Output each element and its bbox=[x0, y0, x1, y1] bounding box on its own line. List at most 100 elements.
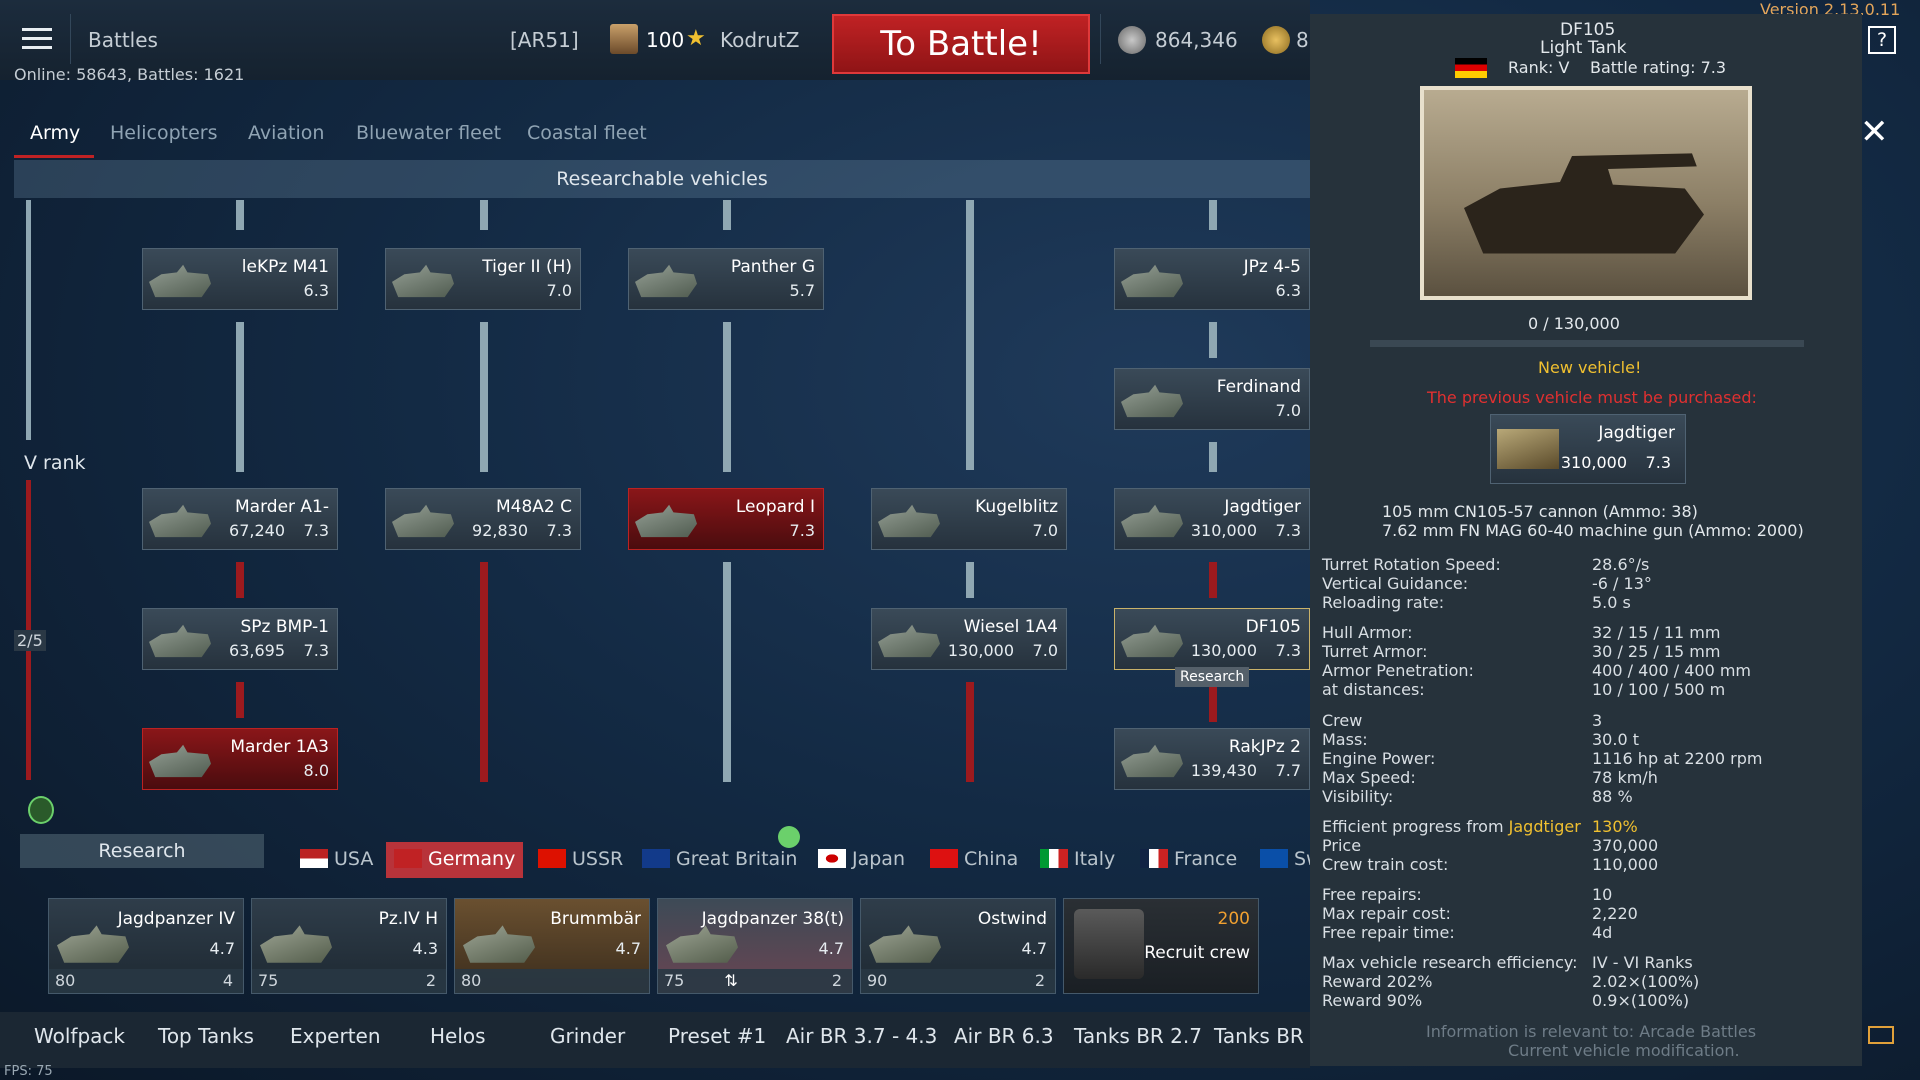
crew-progress: 2/5 bbox=[14, 630, 46, 651]
preset-air-br-6-3[interactable]: Air BR 6.3 bbox=[954, 1024, 1054, 1048]
stat-label: Reward 90% bbox=[1322, 991, 1423, 1010]
tank-icon bbox=[149, 744, 211, 778]
preset-wolfpack[interactable]: Wolfpack bbox=[34, 1024, 125, 1048]
nation-usa[interactable]: USA bbox=[300, 848, 373, 870]
tank-icon bbox=[869, 925, 941, 963]
tank-icon bbox=[1121, 384, 1183, 418]
preset-air-br-3-7[interactable]: Air BR 3.7 - 4.3 bbox=[786, 1024, 938, 1048]
germany-flag-icon bbox=[394, 849, 422, 868]
battle-rating: 7.7 bbox=[1275, 761, 1301, 780]
close-icon[interactable]: ✕ bbox=[1860, 112, 1889, 152]
tree-line bbox=[966, 562, 974, 598]
stat-label: Engine Power: bbox=[1322, 749, 1436, 768]
stat-value: 400 / 400 / 400 mm bbox=[1592, 661, 1751, 680]
tank-icon bbox=[149, 624, 211, 658]
research-tooltip[interactable]: Research bbox=[1175, 667, 1250, 687]
recruit-label: Recruit crew bbox=[1144, 943, 1250, 963]
research-cost: 130,000 bbox=[947, 641, 1014, 660]
preset-bar bbox=[0, 1012, 1310, 1068]
usa-flag-icon bbox=[300, 849, 328, 868]
nation-china[interactable]: China bbox=[930, 848, 1018, 870]
nation-germany[interactable]: Germany bbox=[386, 842, 524, 878]
star-icon: ★ bbox=[686, 26, 706, 51]
vehicle-type: Light Tank bbox=[1540, 38, 1627, 58]
vehicle-name: Wiesel 1A4 bbox=[963, 617, 1058, 637]
stat-label: Turret Armor: bbox=[1322, 642, 1428, 661]
stat-label: Free repair time: bbox=[1322, 923, 1455, 942]
battle-rating: 7.3 bbox=[1275, 521, 1301, 540]
stat-value: IV - VI Ranks bbox=[1592, 953, 1693, 972]
tab-aviation[interactable]: Aviation bbox=[248, 122, 325, 144]
tab-bluewater-fleet[interactable]: Bluewater fleet bbox=[356, 122, 502, 144]
tab-army[interactable]: Army bbox=[30, 122, 81, 144]
tab-coastal-fleet[interactable]: Coastal fleet bbox=[527, 122, 647, 144]
preset-grinder[interactable]: Grinder bbox=[550, 1024, 626, 1048]
efficient-from-vehicle: Jagdtiger bbox=[1508, 817, 1581, 836]
preset-1[interactable]: Preset #1 bbox=[668, 1024, 767, 1048]
player-name[interactable]: KodrutZ bbox=[720, 28, 800, 52]
battle-rating: 4.7 bbox=[1021, 939, 1047, 958]
player-avatar[interactable] bbox=[610, 24, 638, 54]
nation-italy[interactable]: Italy bbox=[1040, 848, 1115, 870]
vehicle-card-tiger-ii[interactable]: Tiger II (H)7.0 bbox=[385, 248, 581, 310]
recruit-cost: 200 bbox=[1217, 909, 1250, 929]
preset-helos[interactable]: Helos bbox=[430, 1024, 486, 1048]
preset-tanks-br-3[interactable]: Tanks BR 3 bbox=[1214, 1024, 1323, 1048]
battle-rating: 7.3 bbox=[303, 641, 329, 660]
hamburger-menu-icon[interactable] bbox=[22, 28, 52, 50]
to-battle-button[interactable]: To Battle! bbox=[832, 14, 1090, 74]
tab-helicopters[interactable]: Helicopters bbox=[110, 122, 218, 144]
vehicle-name: Jagdtiger bbox=[1224, 497, 1301, 517]
nation-france[interactable]: France bbox=[1140, 848, 1237, 870]
battle-rating: 7.0 bbox=[1275, 401, 1301, 420]
preset-experten[interactable]: Experten bbox=[290, 1024, 381, 1048]
stat-label: Mass: bbox=[1322, 730, 1368, 749]
preset-tanks-br-2-7[interactable]: Tanks BR 2.7 bbox=[1074, 1024, 1202, 1048]
tank-icon bbox=[635, 504, 697, 538]
nation-great-britain[interactable]: Great Britain bbox=[642, 848, 797, 870]
mail-icon[interactable] bbox=[1868, 1026, 1894, 1044]
preset-top-tanks[interactable]: Top Tanks bbox=[158, 1024, 254, 1048]
stat-value: 0.9×(100%) bbox=[1592, 991, 1690, 1010]
nation-japan[interactable]: Japan bbox=[818, 848, 905, 870]
stat-label: Max vehicle research efficiency: bbox=[1322, 953, 1578, 972]
game-mode-label[interactable]: Battles bbox=[88, 28, 158, 52]
clan-tag[interactable]: [AR51] bbox=[510, 28, 579, 52]
battle-rating: 4.7 bbox=[818, 939, 844, 958]
vehicle-name: Leopard I bbox=[735, 497, 815, 517]
swap-icon[interactable]: ⇅ bbox=[724, 971, 738, 990]
nation-ussr[interactable]: USSR bbox=[538, 848, 623, 870]
vehicle-name: RakJPz 2 bbox=[1228, 737, 1301, 757]
help-icon[interactable]: ? bbox=[1868, 26, 1896, 54]
shield-icon[interactable] bbox=[28, 796, 54, 824]
stat-value: 10 / 100 / 500 m bbox=[1592, 680, 1726, 699]
sweden-flag-icon bbox=[1260, 849, 1288, 868]
stat-value: 3 bbox=[1592, 711, 1603, 730]
stat-label: Armor Penetration: bbox=[1322, 661, 1474, 680]
research-button[interactable]: Research bbox=[20, 834, 264, 868]
tree-line bbox=[480, 200, 488, 230]
rank-line bbox=[26, 200, 31, 440]
